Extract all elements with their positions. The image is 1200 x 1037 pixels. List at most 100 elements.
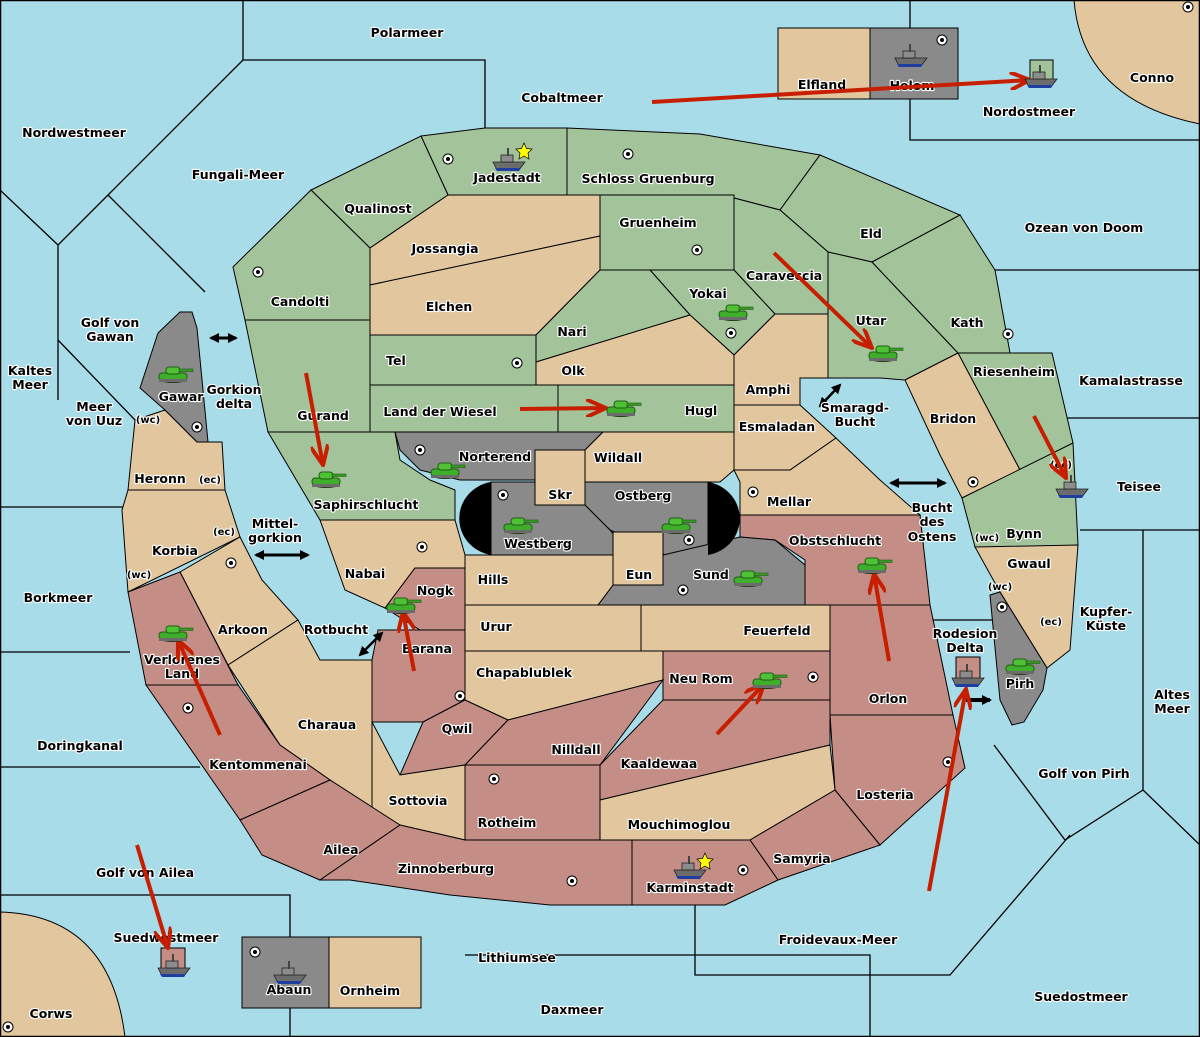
province-mellar[interactable] [733, 437, 922, 516]
move-order-arrow [772, 251, 872, 348]
province-candolti[interactable] [232, 189, 371, 321]
label-korbia: Korbia [152, 543, 198, 558]
label-yokai: Yokai [688, 286, 727, 301]
province-conno[interactable] [1073, 0, 1200, 125]
province-karminstadt[interactable] [631, 839, 779, 906]
move-order-arrow [178, 640, 222, 736]
label-urur: Urur [480, 619, 512, 634]
coast-label: (ec) [1040, 617, 1062, 628]
coast-label: (wc) [975, 533, 999, 544]
supply-center-icon [182, 702, 194, 714]
label-losteria: Losteria [856, 787, 913, 802]
coast-label: (wc) [127, 570, 151, 581]
province-gwaul[interactable] [974, 544, 1079, 669]
label-ozean-von-doom: Ozean von Doom [1025, 220, 1144, 235]
order-arrows [135, 80, 1066, 948]
province-losteria[interactable] [829, 714, 966, 846]
label-riesenheim: Riesenheim [973, 364, 1055, 379]
label-bridon: Bridon [930, 411, 976, 426]
label-ostberg: Ostberg [615, 488, 672, 503]
province-gruenheim[interactable] [599, 194, 735, 271]
passage-arrows [209, 333, 992, 705]
label-rodesion-delta-1: Rodesion [933, 626, 998, 641]
label-schloss-gruenburg: Schloss Gruenburg [581, 171, 714, 186]
supply-center-icon [737, 864, 749, 876]
label-golf-von-pirh: Golf von Pirh [1038, 766, 1129, 781]
label-borkmeer: Borkmeer [24, 590, 94, 605]
label-golf-von-gawan-1: Golf von [81, 315, 140, 330]
label-orlon: Orlon [869, 691, 908, 706]
move-order-arrow [874, 574, 891, 662]
impassable-west [459, 482, 491, 555]
double-arrow-icon [818, 383, 842, 408]
move-order-arrow [519, 408, 606, 409]
label-tel: Tel [386, 353, 406, 368]
coast-label: (ec) [199, 475, 221, 486]
label-lithiumsee: Lithiumsee [478, 950, 556, 965]
move-order-arrow [927, 689, 966, 892]
label-chapablublek: Chapablublek [476, 665, 573, 680]
label-meer-von-uuz-2: von Uuz [66, 413, 122, 428]
province-korbia[interactable] [121, 489, 241, 593]
label-nordwestmeer: Nordwestmeer [22, 125, 127, 140]
label-elchen: Elchen [426, 299, 473, 314]
supply-center-icon [191, 421, 203, 433]
province-kentommenai[interactable] [145, 684, 332, 821]
label-jossangia: Jossangia [410, 241, 478, 256]
supply-center-icon [511, 357, 523, 369]
label-nilldall: Nilldall [551, 742, 600, 757]
label-amphi: Amphi [746, 382, 791, 397]
label-froidevaux-meer: Froidevaux-Meer [779, 932, 898, 947]
label-kaltes-meer-2: Meer [12, 377, 48, 392]
supply-center-icon [488, 773, 500, 785]
label-conno: Conno [1130, 70, 1175, 85]
supply-center-icon [249, 946, 261, 958]
supply-center-icon [2, 1021, 14, 1033]
label-gruenheim: Gruenheim [619, 215, 696, 230]
label-rodesion-delta-2: Delta [946, 640, 984, 655]
supply-center-icon [1182, 1, 1194, 13]
label-polarmeer: Polarmeer [371, 25, 445, 40]
label-daxmeer: Daxmeer [540, 1002, 604, 1017]
label-nordostmeer: Nordostmeer [983, 104, 1076, 119]
label-kupfer-kueste-1: Kupfer- [1080, 604, 1133, 619]
label-zinnoberburg: Zinnoberburg [398, 861, 494, 876]
label-eld: Eld [860, 226, 882, 241]
label-smaragd-bucht-1: Smaragd- [821, 400, 889, 415]
label-gorkion-delta-1: Gorkion [206, 382, 261, 397]
label-barana: Barana [402, 641, 452, 656]
label-kaaldewaa: Kaaldewaa [621, 756, 698, 771]
label-obstschlucht: Obstschlucht [789, 533, 881, 548]
supply-center-icon [252, 266, 264, 278]
label-kamalastrasse: Kamalastrasse [1079, 373, 1183, 388]
move-order-arrow [715, 684, 764, 736]
label-bucht-des-ostens-2: des [920, 514, 945, 529]
label-kupfer-kueste-2: Küste [1086, 618, 1126, 633]
supply-center-icon [225, 557, 237, 569]
star-icon [696, 852, 714, 870]
label-utar: Utar [856, 313, 888, 328]
label-kath: Kath [951, 315, 984, 330]
label-eun: Eun [626, 567, 652, 582]
label-sottovia: Sottovia [389, 793, 448, 808]
impassable-east [708, 482, 740, 555]
double-arrow-icon [358, 631, 384, 657]
label-esmaladan: Esmaladan [739, 419, 815, 434]
province-kath[interactable] [871, 214, 1011, 354]
supply-center-icon [416, 541, 428, 553]
label-neu-rom: Neu Rom [669, 671, 732, 686]
label-candolti: Candolti [271, 294, 330, 309]
label-nogk: Nogk [417, 583, 454, 598]
region-labels: Polarmeer Cobaltmeer Nordwestmeer Fungal… [7, 24, 1192, 1022]
label-samyria: Samyria [773, 851, 831, 866]
label-charaua: Charaua [298, 717, 356, 732]
province-corws[interactable] [0, 911, 126, 1037]
label-meer-von-uuz-1: Meer [76, 399, 112, 414]
label-corws: Corws [30, 1006, 73, 1021]
label-nabai: Nabai [345, 566, 386, 581]
province-ornheim[interactable] [328, 936, 422, 1009]
label-jadestadt: Jadestadt [472, 170, 540, 185]
label-heronn: Heronn [134, 471, 186, 486]
label-suedostmeer: Suedostmeer [1034, 989, 1128, 1004]
